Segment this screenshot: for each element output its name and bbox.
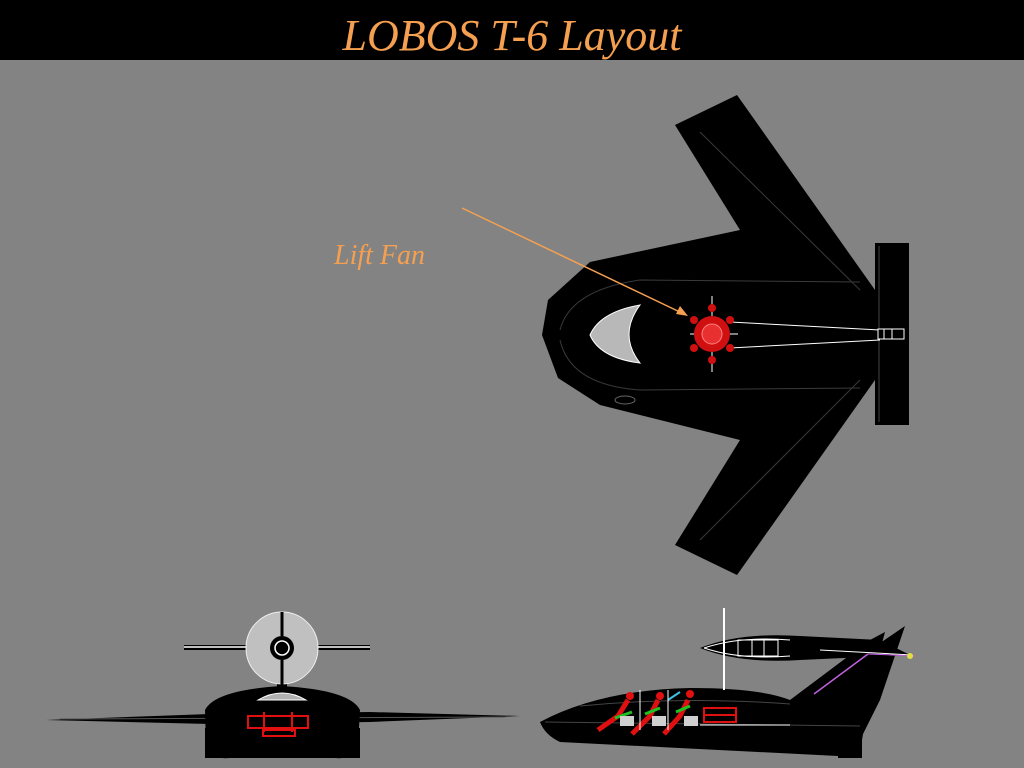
front-view-canopy [256, 692, 308, 701]
drawing-canvas: Lift Fan [0, 60, 1024, 768]
lift-fan-top [690, 304, 734, 364]
cockpit-frames [639, 690, 669, 730]
slide-title: LOBOS T-6 Layout [342, 11, 682, 60]
crew-seats [596, 690, 698, 736]
side-view-panel-lines [544, 699, 861, 727]
top-view-nozzle [877, 328, 905, 340]
lift-fan-label: Lift Fan [334, 240, 426, 271]
side-view-upper-detail [703, 638, 913, 658]
top-view [542, 95, 909, 575]
lift-fan-side [703, 707, 737, 723]
front-view [46, 611, 520, 759]
lift-fan-front [247, 712, 309, 737]
front-view-fuselage [205, 686, 360, 759]
side-view [540, 608, 916, 758]
top-view-canopy [589, 304, 642, 364]
lift-fan-callout-arrow [461, 207, 688, 316]
aircraft-drawing [46, 95, 916, 759]
title-bar: LOBOS T-6 Layout [0, 0, 1024, 60]
top-view-panel-lines [559, 131, 861, 541]
